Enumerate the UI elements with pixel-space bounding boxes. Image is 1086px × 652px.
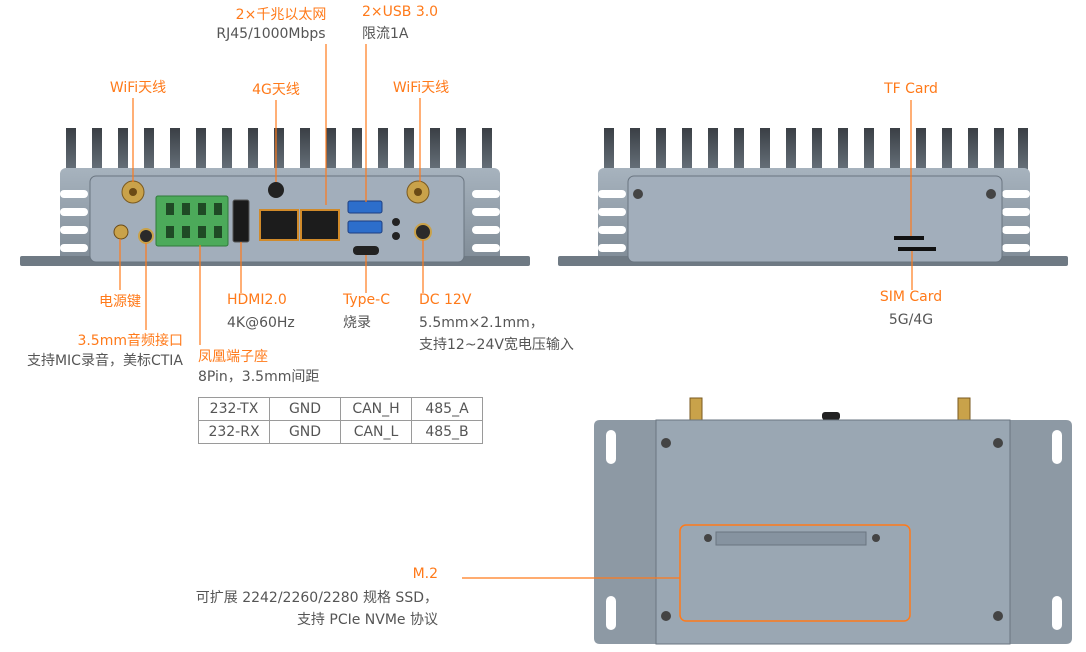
phoenix-label: 凤凰端子座 — [198, 349, 268, 365]
dc-sub-2: 支持12~24V宽电压输入 — [419, 337, 574, 353]
ethernet-port-2 — [300, 209, 340, 241]
m2-sub-1: 可扩展 2242/2260/2280 规格 SSD， — [195, 590, 438, 606]
table-cell: CAN_H — [340, 397, 412, 421]
wifi-right-label: WiFi天线 — [392, 80, 450, 96]
dc-sub-1: 5.5mm×2.1mm， — [419, 315, 544, 331]
usb-sub: 限流1A — [362, 26, 409, 42]
back-heatsink-fins — [604, 128, 1028, 178]
audio-label: 3.5mm音频接口 — [77, 333, 183, 349]
phoenix-sub: 8Pin，3.5mm间距 — [198, 369, 320, 385]
usb-port-2 — [347, 220, 383, 234]
hdmi-sub: 4K@60Hz — [227, 315, 295, 331]
dc-jack — [414, 223, 432, 241]
antenna-4g-connector — [268, 182, 284, 198]
power-key — [113, 224, 129, 240]
usb-port-1 — [347, 200, 383, 214]
back-view — [558, 100, 1068, 290]
front-heatsink-fins — [66, 128, 492, 178]
typec-sub: 烧录 — [343, 315, 371, 331]
table-cell: 232-TX — [198, 397, 270, 421]
audio-jack — [138, 228, 154, 244]
tf-card-slot — [894, 236, 924, 240]
ethernet-port-1 — [259, 209, 299, 241]
typec-label: Type-C — [343, 292, 390, 308]
front-view — [20, 44, 530, 345]
hdmi-label: HDMI2.0 — [227, 292, 287, 308]
m2-sub-2: 支持 PCIe NVMe 协议 — [296, 612, 438, 628]
m2-cover — [679, 524, 911, 622]
bottom-view — [462, 397, 1072, 645]
table-cell: CAN_L — [340, 420, 412, 444]
tf-card-label: TF Card — [884, 81, 938, 97]
table-cell: 485_A — [411, 397, 483, 421]
hdmi-port — [232, 199, 250, 243]
phoenix-pin-table: 232-TX GND CAN_H 485_A 232-RX GND CAN_L … — [198, 397, 483, 444]
table-cell: 232-RX — [198, 420, 270, 444]
typec-port — [353, 246, 379, 255]
dc-label: DC 12V — [419, 292, 472, 308]
m2-label: M.2 — [412, 566, 438, 582]
table-row: 232-TX GND CAN_H 485_A — [198, 397, 483, 421]
table-cell: 485_B — [411, 420, 483, 444]
sim-card-sub: 5G/4G — [888, 312, 934, 328]
sim-card-label: SIM Card — [879, 289, 943, 305]
ethernet-label: 2×千兆以太网 — [235, 7, 327, 23]
wifi-left-label: WiFi天线 — [109, 80, 167, 96]
table-cell: GND — [269, 420, 341, 444]
sim-card-slot — [898, 247, 936, 251]
power-key-label: 电源键 — [99, 294, 141, 310]
table-cell: GND — [269, 397, 341, 421]
table-row: 232-RX GND CAN_L 485_B — [198, 420, 483, 444]
ethernet-sub: RJ45/1000Mbps — [216, 26, 326, 42]
usb-label: 2×USB 3.0 — [362, 4, 439, 20]
audio-sub: 支持MIC录音，美标CTIA — [26, 353, 183, 369]
antenna-4g-label: 4G天线 — [252, 82, 300, 98]
